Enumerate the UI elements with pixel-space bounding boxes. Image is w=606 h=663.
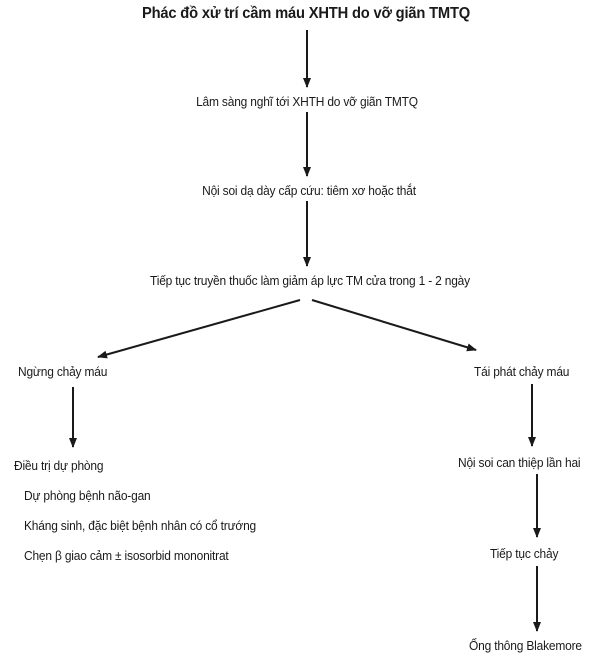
node-bleeding-stopped: Ngừng chảy máu <box>18 364 108 379</box>
diagram-title: Phác đồ xử trí cầm máu XHTH do vỡ giãn T… <box>141 5 471 22</box>
prophylaxis-item: Dự phòng bệnh não-gan <box>24 488 151 503</box>
node-continue-infusion: Tiếp tục truyền thuốc làm giảm áp lực TM… <box>150 273 470 288</box>
node-continued-bleeding: Tiếp tục chảy <box>490 546 559 561</box>
node-second-endoscopy: Nội soi can thiệp lần hai <box>458 455 581 470</box>
node-clinical-suspicion: Lâm sàng nghĩ tới XHTH do vỡ giãn TMTQ <box>196 94 418 109</box>
node-emergency-endoscopy: Nội soi dạ dày cấp cứu: tiêm xơ hoặc thắ… <box>202 183 416 198</box>
node-prophylaxis: Điều trị dự phòng <box>14 458 104 473</box>
arrow-infusion-to-stop <box>97 299 301 359</box>
prophylaxis-item: Chẹn β giao cảm ± isosorbid mononitrat <box>24 548 229 563</box>
node-rebleeding: Tái phát chảy máu <box>474 364 570 379</box>
prophylaxis-item: Kháng sinh, đặc biệt bệnh nhân có cổ trư… <box>24 518 257 533</box>
node-blakemore-tube: Ống thông Blakemore <box>469 638 582 653</box>
arrow-infusion-to-rebleed <box>311 299 477 352</box>
